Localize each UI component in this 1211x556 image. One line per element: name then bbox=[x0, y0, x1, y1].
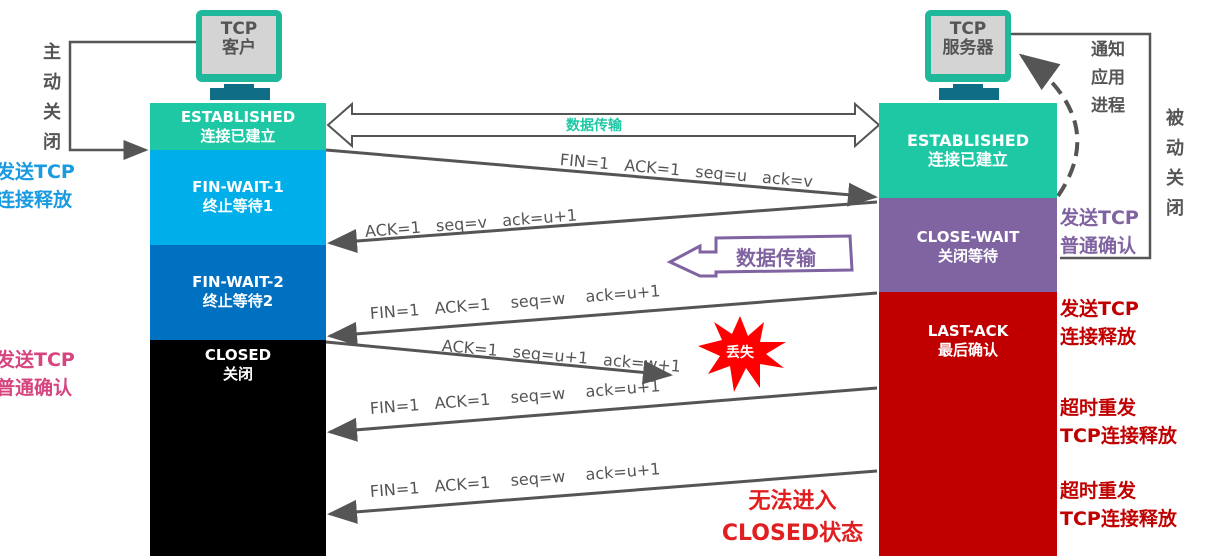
client-stand bbox=[224, 84, 254, 90]
line: 通知 bbox=[1091, 40, 1125, 60]
state-zh: 连接已建立 bbox=[200, 127, 276, 145]
server-send-fin-label: 发送TCP 连接释放 bbox=[1060, 295, 1139, 351]
state-en: FIN-WAIT-2 bbox=[192, 273, 284, 291]
client-base bbox=[210, 88, 270, 100]
line: TCP连接释放 bbox=[1060, 425, 1177, 447]
state-en: ESTABLISHED bbox=[907, 131, 1029, 150]
fin-segment-4 bbox=[327, 469, 878, 524]
server-base bbox=[939, 88, 999, 100]
char: 关 bbox=[43, 102, 61, 123]
line: 发送TCP bbox=[0, 349, 75, 371]
server-title-1: TCP bbox=[949, 19, 987, 39]
char: 被 bbox=[1166, 108, 1184, 129]
server-title-2: 服务器 bbox=[942, 38, 994, 58]
char: 关 bbox=[1166, 168, 1184, 189]
ack-segment-1 bbox=[327, 200, 878, 253]
passive-close-line bbox=[1010, 32, 1152, 260]
lost-label: 丢失 bbox=[726, 345, 754, 361]
cannot-close-label: 无法进入 CLOSED状态 bbox=[710, 486, 875, 550]
line: CLOSED状态 bbox=[721, 521, 864, 546]
client-send-ack-label: 发送TCP 普通确认 bbox=[0, 346, 75, 402]
retransmit-label-2: 超时重发 TCP连接释放 bbox=[1060, 477, 1177, 533]
state-zh: 终止等待2 bbox=[202, 292, 274, 310]
state-en: CLOSE-WAIT bbox=[916, 228, 1020, 246]
passive-close-label: 被动关闭 bbox=[1165, 104, 1185, 224]
server-data-transfer-label: 数据传输 bbox=[736, 246, 816, 270]
fin-segment-1 bbox=[325, 148, 878, 207]
state-zh: 最后确认 bbox=[937, 341, 998, 359]
notify-dashed-arc bbox=[1018, 53, 1080, 198]
server-send-ack-label: 发送TCP 普通确认 bbox=[1060, 204, 1139, 260]
server-data-transfer-arrow bbox=[666, 234, 854, 278]
line: 进程 bbox=[1091, 96, 1125, 116]
state-zh: 终止等待1 bbox=[202, 197, 274, 215]
line: 连接释放 bbox=[0, 189, 73, 211]
retransmit-label-1: 超时重发 TCP连接释放 bbox=[1060, 394, 1177, 450]
line: 超时重发 bbox=[1060, 480, 1137, 502]
lost-burst-icon bbox=[698, 316, 786, 392]
client-title-2: 客户 bbox=[222, 38, 256, 58]
char: 闭 bbox=[1166, 198, 1184, 219]
line: 发送TCP bbox=[0, 161, 75, 183]
server-stand bbox=[953, 84, 983, 90]
state-zh: 连接已建立 bbox=[927, 150, 1008, 169]
line: 无法进入 bbox=[748, 489, 837, 514]
state-en: FIN-WAIT-1 bbox=[192, 178, 284, 196]
line: 普通确认 bbox=[1060, 235, 1137, 257]
notify-app-label: 通知应用进程 bbox=[1086, 36, 1130, 120]
data-transfer-label: 数据传输 bbox=[566, 118, 622, 134]
ack-segment-lost bbox=[325, 340, 673, 385]
state-zh: 关闭等待 bbox=[937, 247, 998, 265]
state-en: LAST-ACK bbox=[927, 322, 1009, 340]
line: 超时重发 bbox=[1060, 397, 1137, 419]
active-close-line bbox=[68, 40, 196, 160]
char: 闭 bbox=[43, 132, 61, 153]
line: 发送TCP bbox=[1060, 298, 1139, 320]
line: TCP连接释放 bbox=[1060, 508, 1177, 530]
active-close-label: 主动关闭 bbox=[42, 38, 62, 158]
state-en: ESTABLISHED bbox=[180, 108, 296, 126]
client-send-fin-label: 发送TCP 连接释放 bbox=[0, 158, 75, 214]
line: 连接释放 bbox=[1060, 326, 1137, 348]
char: 主 bbox=[43, 42, 61, 63]
line: 普通确认 bbox=[0, 377, 73, 399]
client-title-1: TCP bbox=[220, 19, 258, 39]
char: 动 bbox=[43, 72, 61, 93]
line: 发送TCP bbox=[1060, 207, 1139, 229]
state-en: CLOSED bbox=[204, 346, 272, 364]
state-zh: 关闭 bbox=[222, 365, 253, 383]
fin-segment-2 bbox=[327, 291, 878, 346]
line: 应用 bbox=[1091, 68, 1125, 88]
fin-segment-3 bbox=[327, 386, 878, 442]
char: 动 bbox=[1166, 138, 1184, 159]
